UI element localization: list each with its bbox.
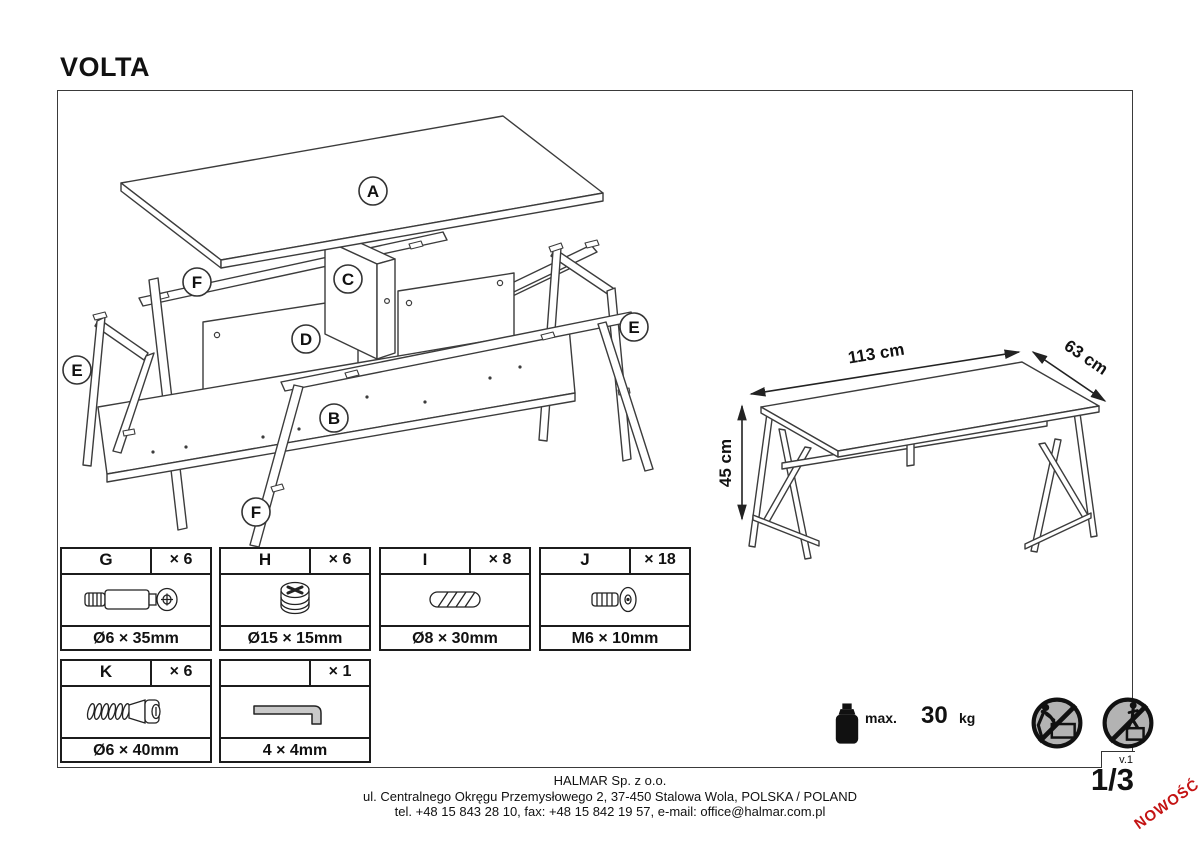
max-label: max.: [865, 710, 897, 726]
part-size: 4 × 4mm: [221, 737, 369, 763]
assembly-diagrams: A F C D E E B F: [62, 115, 1112, 560]
no-standing-icon: [1102, 697, 1154, 749]
part-label: F: [192, 273, 202, 292]
part-qty: × 6: [309, 549, 369, 573]
page-number: 1/3: [1090, 762, 1134, 797]
part-qty: × 6: [150, 549, 210, 573]
weight-icon: [835, 703, 859, 744]
dimension-view: 113 cm 63 cm 45 cm: [716, 336, 1112, 560]
hardware-cell-k: K × 6 Ø6 × 40mm: [60, 659, 212, 763]
max-value: 30: [921, 702, 948, 729]
machine-screw-icon: [591, 586, 637, 613]
part-label: D: [300, 330, 312, 349]
cam-lock-icon: [280, 581, 310, 615]
part-label: F: [251, 503, 261, 522]
part-label-circle: [62, 355, 92, 385]
part-label-circle: [358, 176, 388, 206]
part-size: Ø8 × 30mm: [381, 625, 529, 651]
part-qty: × 6: [150, 661, 210, 685]
hardware-cell-h: H × 6 Ø15 × 15mm: [219, 547, 371, 651]
part-size: Ø6 × 40mm: [62, 737, 210, 763]
part-label-circle: [333, 264, 363, 294]
company-address: ul. Centralnego Okręgu Przemysłowego 2, …: [362, 788, 857, 804]
footer: HALMAR Sp. z o.o. ul. Centralnego Okręgu…: [10, 773, 1200, 820]
part-size: Ø6 × 35mm: [62, 625, 210, 651]
part-label: A: [367, 182, 379, 201]
part-label: C: [342, 270, 354, 289]
part-label: E: [71, 361, 82, 380]
product-title: VOLTA: [60, 52, 150, 82]
hardware-cell-i: I × 8 Ø8 × 30mm: [379, 547, 531, 651]
depth-dimension: 63 cm: [1061, 336, 1112, 379]
part-letter: H: [258, 550, 272, 569]
dowel-icon: [429, 591, 481, 608]
part-size: Ø15 × 15mm: [221, 625, 369, 651]
hardware-cell-allen: × 1 4 × 4mm: [219, 659, 371, 763]
part-label-circle: [319, 403, 349, 433]
depth-dimension-arrow: [1031, 351, 1107, 402]
part-label-circle: [241, 497, 271, 527]
part-size: M6 × 10mm: [541, 625, 689, 651]
no-leaning-icon: [1031, 697, 1083, 749]
part-label: B: [328, 409, 340, 428]
max-unit: kg: [959, 710, 976, 726]
part-qty: × 18: [629, 549, 689, 573]
wood-screw-icon: [86, 699, 161, 724]
part-label-circle: [619, 312, 649, 342]
height-dimension: 45 cm: [716, 439, 735, 487]
length-dimension-arrow: [749, 349, 1021, 397]
part-label-circle: [291, 324, 321, 354]
part-letter: J: [580, 550, 590, 569]
part-qty: × 1: [309, 661, 369, 685]
part-labels: A F C D E E B F: [62, 176, 649, 527]
company-contact: tel. +48 15 843 28 10, fax: +48 15 842 1…: [394, 804, 826, 819]
allen-key-icon: [253, 705, 322, 725]
hardware-cell-g: G × 6 Ø6 × 35mm: [60, 547, 212, 651]
part-label-circle: [182, 267, 212, 297]
hardware-cell-j: J × 18 M6 × 10mm: [539, 547, 691, 651]
company-name: HALMAR Sp. z o.o.: [553, 773, 667, 788]
part-letter: [221, 661, 309, 685]
part-label: E: [628, 318, 639, 337]
part-letter: K: [99, 662, 113, 681]
content-border: A F C D E E B F: [57, 90, 1154, 768]
part-qty: × 8: [469, 549, 529, 573]
part-letter: I: [422, 550, 428, 569]
part-letter: G: [99, 550, 113, 569]
cam-bolt-icon: [84, 587, 178, 612]
length-dimension: 113 cm: [847, 340, 906, 368]
version-label: v.1: [1101, 751, 1135, 768]
safety-row: max. 30 kg: [833, 695, 1154, 755]
